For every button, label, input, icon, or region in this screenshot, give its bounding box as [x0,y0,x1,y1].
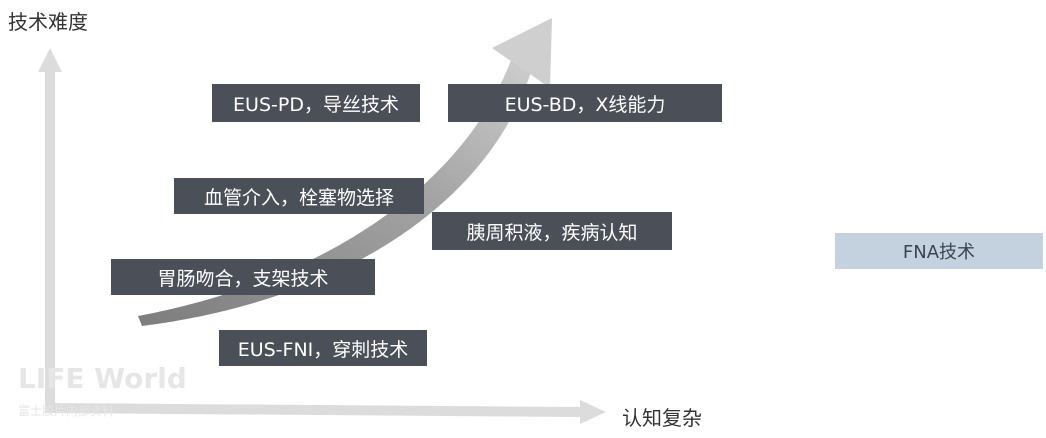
box-gastro-anastomosis: 胃肠吻合，支架技术 [111,259,375,295]
box-eus-pd: EUS-PD，导丝技术 [212,84,420,122]
x-axis-arrowhead [580,400,606,424]
box-pancreatic-fluid: 胰周积液，疾病认知 [432,212,672,250]
trend-arrowhead [492,18,552,88]
box-vascular-intervention: 血管介入，栓塞物选择 [174,178,424,214]
watermark-subtitle: 富士胶片内部资料 [18,404,115,418]
x-axis-line [44,403,583,417]
box-eus-fni: EUS-FNI，穿刺技术 [219,330,427,366]
y-axis-arrowhead [38,48,62,72]
box-fna: FNA技术 [835,233,1043,269]
x-axis-title: 认知复杂 [622,406,702,430]
y-axis-title: 技术难度 [8,10,88,34]
box-eus-bd: EUS-BD，X线能力 [448,84,722,122]
watermark-brand: LIFE World [18,362,187,395]
